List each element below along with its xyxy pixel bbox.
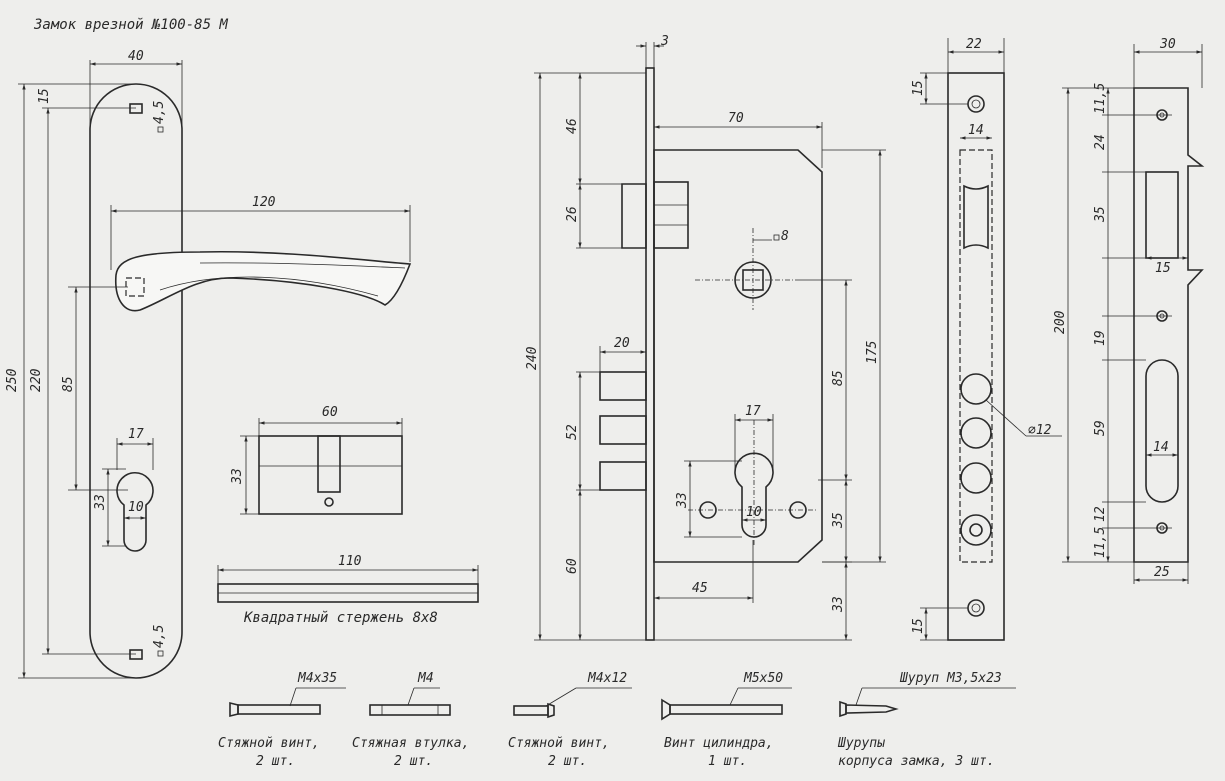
dim-spacing: 85	[831, 370, 846, 386]
dim-strike-total: 200	[1053, 310, 1068, 334]
dim-cyl-width: 17	[128, 427, 144, 442]
dim-cylinder-height: 33	[230, 468, 245, 485]
part-1-label: Стяжной винт,	[218, 736, 320, 751]
dim-square-size: 8	[781, 229, 789, 244]
handle-cylinder-hole	[116, 471, 154, 552]
dim-lock-slot: 10	[746, 505, 762, 520]
part-2-qty: 2 шт.	[394, 754, 433, 769]
part-5-qty: корпуса замка, 3 шт.	[838, 754, 995, 769]
dim-handle-220: 220	[29, 368, 44, 392]
dim-latch-top: 46	[565, 118, 580, 134]
part-3-qty: 2 шт.	[548, 754, 587, 769]
dim-strike-d9: 11,5	[1093, 527, 1108, 558]
part-5-label: Шурупы	[837, 736, 885, 751]
part-4-label: Винт цилиндра,	[664, 736, 774, 751]
dim-square-bottom: 4,5	[152, 624, 167, 648]
part-4-qty: 1 шт.	[708, 754, 747, 769]
dim-faceplate-bottom: 15	[911, 618, 926, 634]
dim-plate-thick: 3	[660, 34, 669, 49]
dim-square-top: 4,5	[152, 100, 167, 124]
handle-plate	[89, 83, 183, 679]
dim-strike-d5: 19	[1093, 330, 1108, 346]
dim-bottom-part: 60	[565, 558, 580, 574]
dim-strike-d3: 35	[1093, 206, 1108, 223]
lock-case	[653, 149, 823, 563]
dim-cyl-slot: 10	[128, 500, 144, 515]
dim-latch-h: 26	[565, 206, 580, 222]
dim-handle-250: 250	[5, 368, 20, 392]
part-4-spec: M5x50	[743, 671, 783, 686]
part-1-spec: M4x35	[297, 671, 337, 686]
part-3-spec: M4x12	[587, 671, 627, 686]
strike-plate	[1133, 87, 1205, 563]
dim-cylinder-length: 60	[322, 405, 338, 420]
part-wood-screw: Шуруп М3,5х23 Шурупы корпуса замка, 3 шт…	[837, 671, 1016, 769]
dim-handle-15: 15	[37, 88, 52, 104]
dim-spindle-length: 110	[338, 554, 362, 569]
part-screw-m4x35: M4x35 Стяжной винт, 2 шт.	[218, 671, 346, 769]
dim-lever-to-cyl: 85	[61, 376, 76, 392]
dim-strike-d4: 15	[1155, 261, 1171, 276]
dim-bolt-h: 52	[565, 424, 580, 440]
lock-cylinder-hole	[734, 452, 774, 538]
dim-cyl-height: 33	[93, 494, 108, 511]
drawing-title: Замок врезной №100-85 М	[33, 17, 228, 33]
part-1-qty: 2 шт.	[256, 754, 295, 769]
part-3-label: Стяжной винт,	[508, 736, 610, 751]
part-2-spec: M4	[417, 671, 434, 686]
dim-strike-d8: 12	[1093, 506, 1108, 522]
dim-handle-width: 40	[128, 49, 144, 64]
part-screw-m4x12: M4x12 Стяжной винт, 2 шт.	[508, 671, 632, 769]
lock-body-view: 3 70 8 240 46 26 52 60 20 17 45 33 10	[525, 34, 886, 641]
dim-faceplate-inner: 14	[968, 123, 984, 138]
dim-faceplate-top: 15	[911, 80, 926, 96]
dim-strike-d1: 11,5	[1093, 83, 1108, 114]
dim-strike-d6: 59	[1093, 420, 1108, 436]
dim-body-h: 175	[865, 340, 880, 364]
dim-lock-total: 240	[525, 346, 540, 370]
dim-cyl-bottom: 35	[831, 512, 846, 529]
dim-lock-cyl-w: 17	[745, 404, 761, 419]
part-5-spec: Шуруп М3,5х23	[899, 671, 1002, 686]
dim-lock-cyl-h: 33	[675, 492, 690, 509]
lock-faceplate-side	[645, 67, 655, 641]
dim-bolt-w: 20	[614, 336, 630, 351]
part-sleeve-m4: M4 Стяжная втулка, 2 шт.	[352, 671, 469, 769]
part-screw-m5x50: M5x50 Винт цилиндра, 1 шт.	[661, 671, 792, 769]
dim-strike-d2: 24	[1093, 134, 1108, 150]
spindle-view: 110 Квадратный стержень 8х8	[217, 554, 479, 626]
handle-lever	[115, 250, 412, 312]
part-2-label: Стяжная втулка,	[352, 736, 469, 751]
dim-strike-bottom: 25	[1154, 565, 1170, 580]
cylinder-view: 60 33	[230, 405, 403, 515]
dim-lower: 33	[831, 596, 846, 613]
dim-lock-depth: 70	[728, 111, 744, 126]
dim-strike-d7: 14	[1153, 440, 1169, 455]
cylinder-body	[258, 435, 403, 515]
strike-plate-view: 30 200 11,5 24 35 19 59 12 11,5 15 14 25	[1053, 37, 1205, 584]
dim-lever-length: 120	[252, 195, 276, 210]
dim-backset: 45	[692, 581, 708, 596]
faceplate-view: 22 15 15 14 ⌀12	[911, 37, 1062, 641]
dim-faceplate-width: 22	[966, 37, 982, 52]
faceplate	[947, 72, 1005, 641]
spindle-caption: Квадратный стержень 8х8	[243, 610, 438, 626]
dim-faceplate-hole: ⌀12	[1028, 423, 1052, 438]
dim-strike-width: 30	[1159, 37, 1176, 52]
handle-view: 40 250 220 15 4,5 4,5 120 85 17 33 10	[5, 49, 412, 679]
